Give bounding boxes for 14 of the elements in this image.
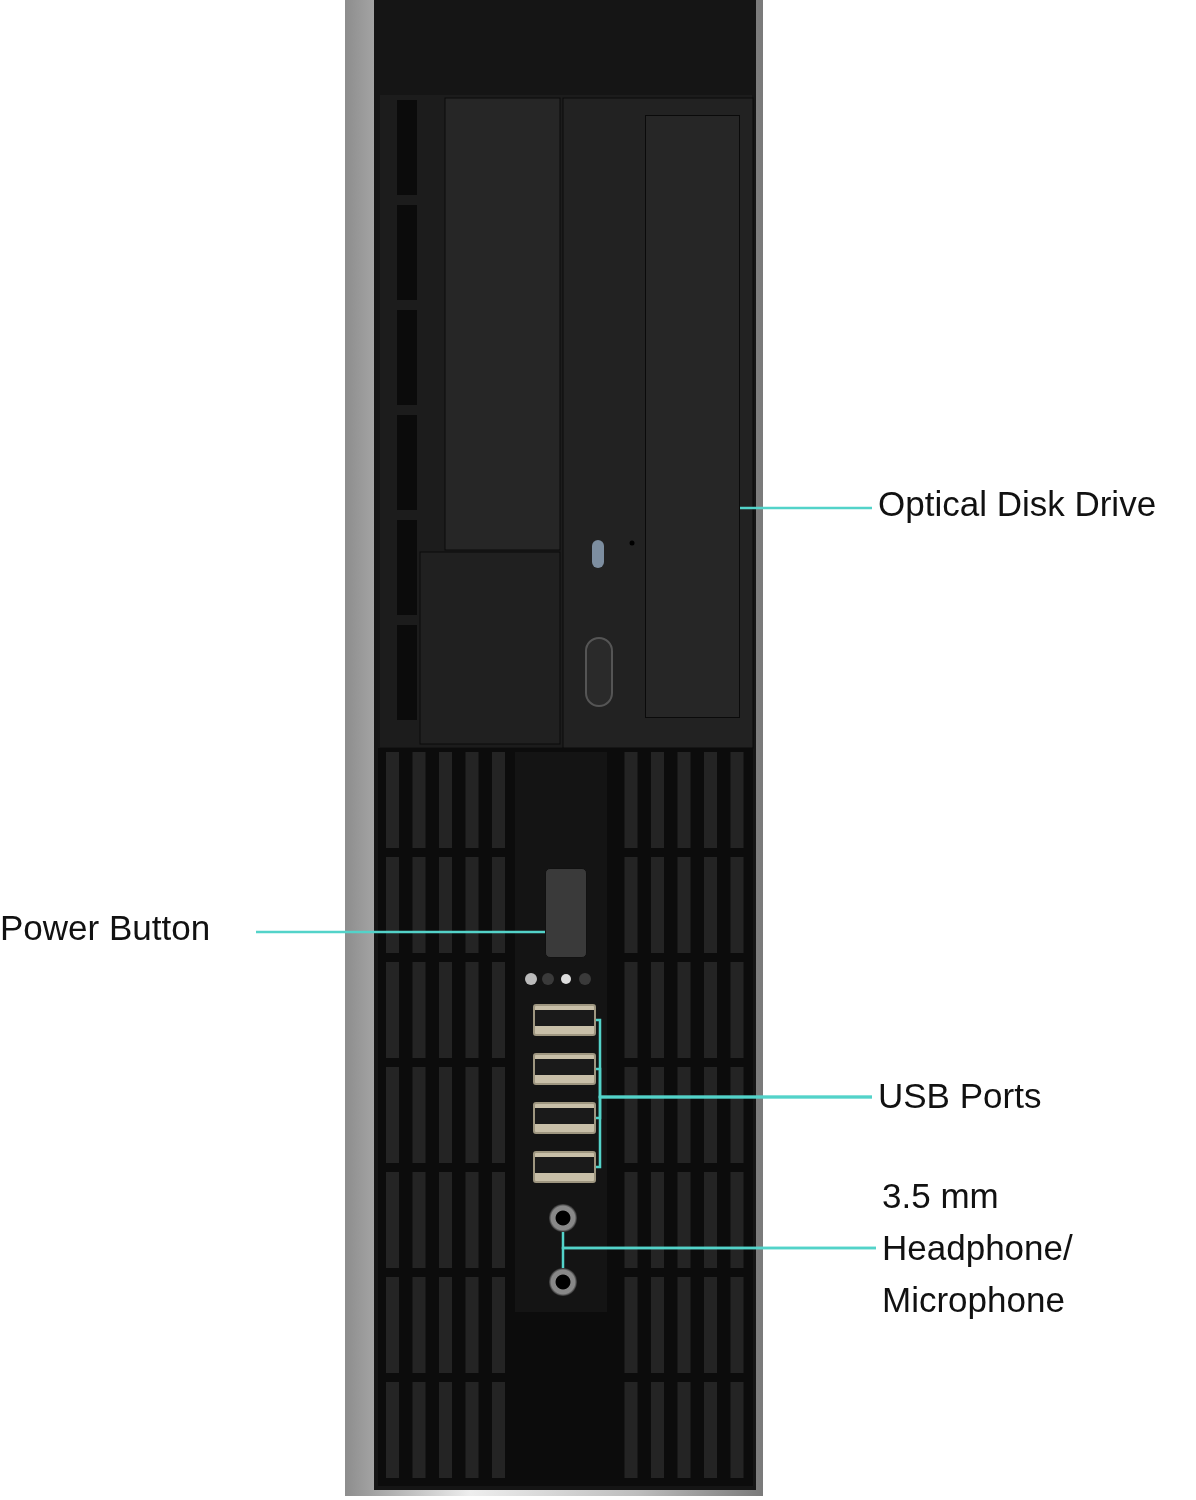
usb-port bbox=[533, 1151, 596, 1183]
usb-port bbox=[533, 1004, 596, 1036]
leader-line bbox=[596, 1095, 872, 1169]
power-button bbox=[545, 868, 587, 958]
callout-label: Optical Disk Drive bbox=[878, 478, 1196, 534]
optical-drive-tray bbox=[645, 115, 740, 718]
callout-label: 3.5 mm Headphone/ Microphone bbox=[882, 1170, 1182, 1326]
usb-port bbox=[533, 1102, 596, 1134]
usb-port bbox=[533, 1053, 596, 1085]
callout-label: USB Ports bbox=[878, 1070, 1098, 1126]
leader-line bbox=[740, 506, 872, 510]
leader-line bbox=[256, 930, 545, 934]
leader-line bbox=[561, 1246, 876, 1268]
callout-label: Power Button bbox=[0, 902, 250, 958]
